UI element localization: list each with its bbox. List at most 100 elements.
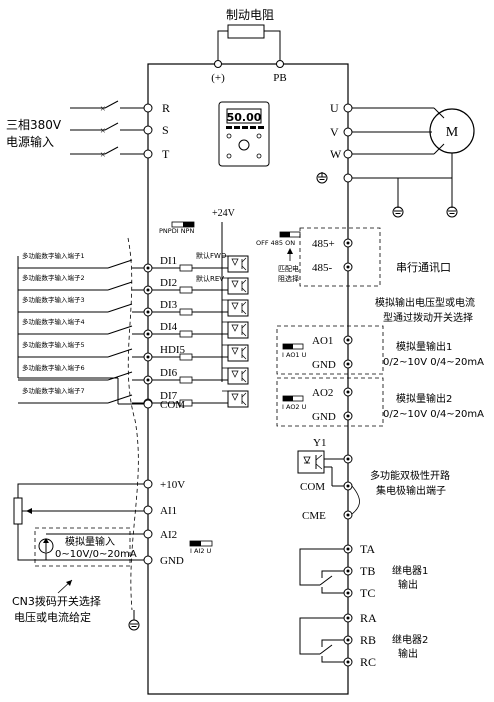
optocoupler [227, 277, 249, 295]
relay1-description-line2: 输出 [398, 578, 418, 591]
ao2-description: 模拟量输出2 [396, 392, 452, 405]
relay1-ta-label: TA [360, 542, 375, 556]
braking-wire-left [217, 30, 228, 60]
ai1-label: AI1 [160, 505, 177, 517]
cn3-line1: CN3拨码开关选择 [12, 594, 101, 608]
terminal-plus [214, 60, 222, 68]
rs485-switch-label: OFF 485 ON [256, 239, 295, 247]
ai2-label: AI2 [160, 529, 177, 541]
svg-text:U: U [330, 101, 339, 115]
di-label: DI7 [160, 390, 178, 402]
optocoupler [227, 390, 249, 408]
terminal-plus-label: (+) [211, 72, 225, 84]
y1-optocoupler [297, 450, 325, 474]
di-row: 多功能数字输入端子3 DI3 [18, 295, 249, 317]
svg-text:×: × [100, 104, 106, 115]
di-label: DI1 [160, 255, 177, 267]
rs485-box [299, 227, 381, 287]
optocoupler [227, 344, 249, 362]
svg-text:×: × [100, 126, 106, 137]
cn3-line2: 电压或电流给定 [14, 610, 91, 624]
ai1-terminal [143, 505, 153, 515]
ai2-switch-label: I AI2 U [190, 547, 212, 555]
ground-icon [392, 206, 404, 218]
svg-text:×: × [100, 150, 106, 161]
ground-icon [316, 172, 328, 184]
keypad: 50.00 [218, 101, 270, 167]
power-input-line2: 电源输入 [6, 134, 54, 149]
di-description: 多功能数字输入端子6 [22, 363, 85, 372]
rs485-minus-label: 485- [312, 262, 333, 274]
gnd-terminal [143, 555, 153, 565]
ao2-box [276, 377, 384, 427]
ao1-label: AO1 [312, 335, 333, 347]
di-label: DI3 [160, 299, 178, 311]
input-s: × S [70, 122, 169, 137]
ao2-gnd-label: GND [312, 411, 336, 423]
terminal-pb [276, 60, 284, 68]
pe-terminal [343, 173, 353, 183]
braking-wire-right [264, 30, 281, 60]
terminal-pb-label: PB [273, 72, 286, 84]
potentiometer [13, 497, 23, 525]
rs485-resistor-line2: 阻选择 [278, 274, 299, 283]
relay2-rb-label: RB [360, 633, 376, 647]
ao1-range: 0/2~10V 0/4~20mA [383, 357, 484, 368]
ground-icon [446, 206, 458, 218]
di2-default-label: 默认REV [196, 274, 224, 283]
di-row: 多功能数字输入端子4 DI4 [18, 317, 249, 339]
ao2-range: 0/2~10V 0/4~20mA [383, 409, 484, 420]
ao2-switch-label: I AO2 U [282, 403, 307, 411]
y1-cme-label: CME [302, 510, 326, 522]
analog-input-range: 0~10V/0~20mA [55, 549, 137, 560]
analog-input-label: 模拟量输入 [65, 535, 115, 548]
di-description: 多功能数字输入端子3 [22, 295, 85, 304]
ao-note-line1: 模拟输出电压型或电流 [375, 296, 475, 309]
com-terminal [143, 399, 153, 409]
ao1-gnd-label: GND [312, 359, 336, 371]
gnd-label: GND [160, 555, 184, 567]
optocoupler [227, 321, 249, 339]
di-row: 多功能数字输入端子5 HDI5 [18, 340, 249, 362]
optocoupler [227, 299, 249, 317]
output-w: W [330, 143, 445, 161]
di-description: 多功能数字输入端子4 [22, 317, 85, 326]
ao1-switch-label: I AO1 U [282, 351, 307, 359]
di1-default-label: 默认FWD [196, 251, 226, 260]
y1-label: Y1 [313, 437, 326, 449]
relay2-description-line1: 继电器2 [392, 633, 428, 646]
di-row: 多功能数字输入端子1 DI1 [18, 251, 249, 273]
y1-com-label: COM [300, 481, 325, 493]
di-description: 多功能数字输入端子5 [22, 340, 85, 349]
plus10-label: +10V [160, 479, 185, 491]
svg-text:S: S [162, 123, 169, 137]
keypad-display: 50.00 [227, 111, 262, 124]
optocoupler [227, 255, 249, 273]
ao2-label: AO2 [312, 387, 333, 399]
rs485-description: 串行通讯口 [396, 261, 451, 274]
motor-label: M [446, 125, 459, 140]
di-label: DI4 [160, 321, 178, 333]
supply-label: +24V [212, 208, 236, 219]
optocoupler [227, 367, 249, 385]
svg-text:V: V [330, 125, 339, 139]
svg-text:T: T [162, 147, 170, 161]
relay2-rc-label: RC [360, 655, 376, 669]
di-description: 多功能数字输入端子7 [22, 386, 85, 395]
ao1-description: 模拟量输出1 [396, 340, 452, 353]
input-t: × T [70, 146, 170, 161]
analog-input-box [34, 527, 131, 567]
rs485-resistor-line1: 匹配电 [278, 264, 299, 273]
relay2-description-line2: 输出 [398, 647, 418, 660]
output-u: U [330, 101, 445, 119]
di-description: 多功能数字输入端子1 [22, 251, 85, 260]
y1-description-line2: 集电极输出端子 [376, 484, 446, 497]
di-label: HDI5 [160, 344, 186, 356]
ao-note-line2: 型通过拨动开关选择 [383, 311, 473, 324]
com-label: COM [160, 399, 185, 411]
di-description: 多功能数字输入端子2 [22, 273, 85, 282]
braking-resistor [227, 24, 265, 39]
